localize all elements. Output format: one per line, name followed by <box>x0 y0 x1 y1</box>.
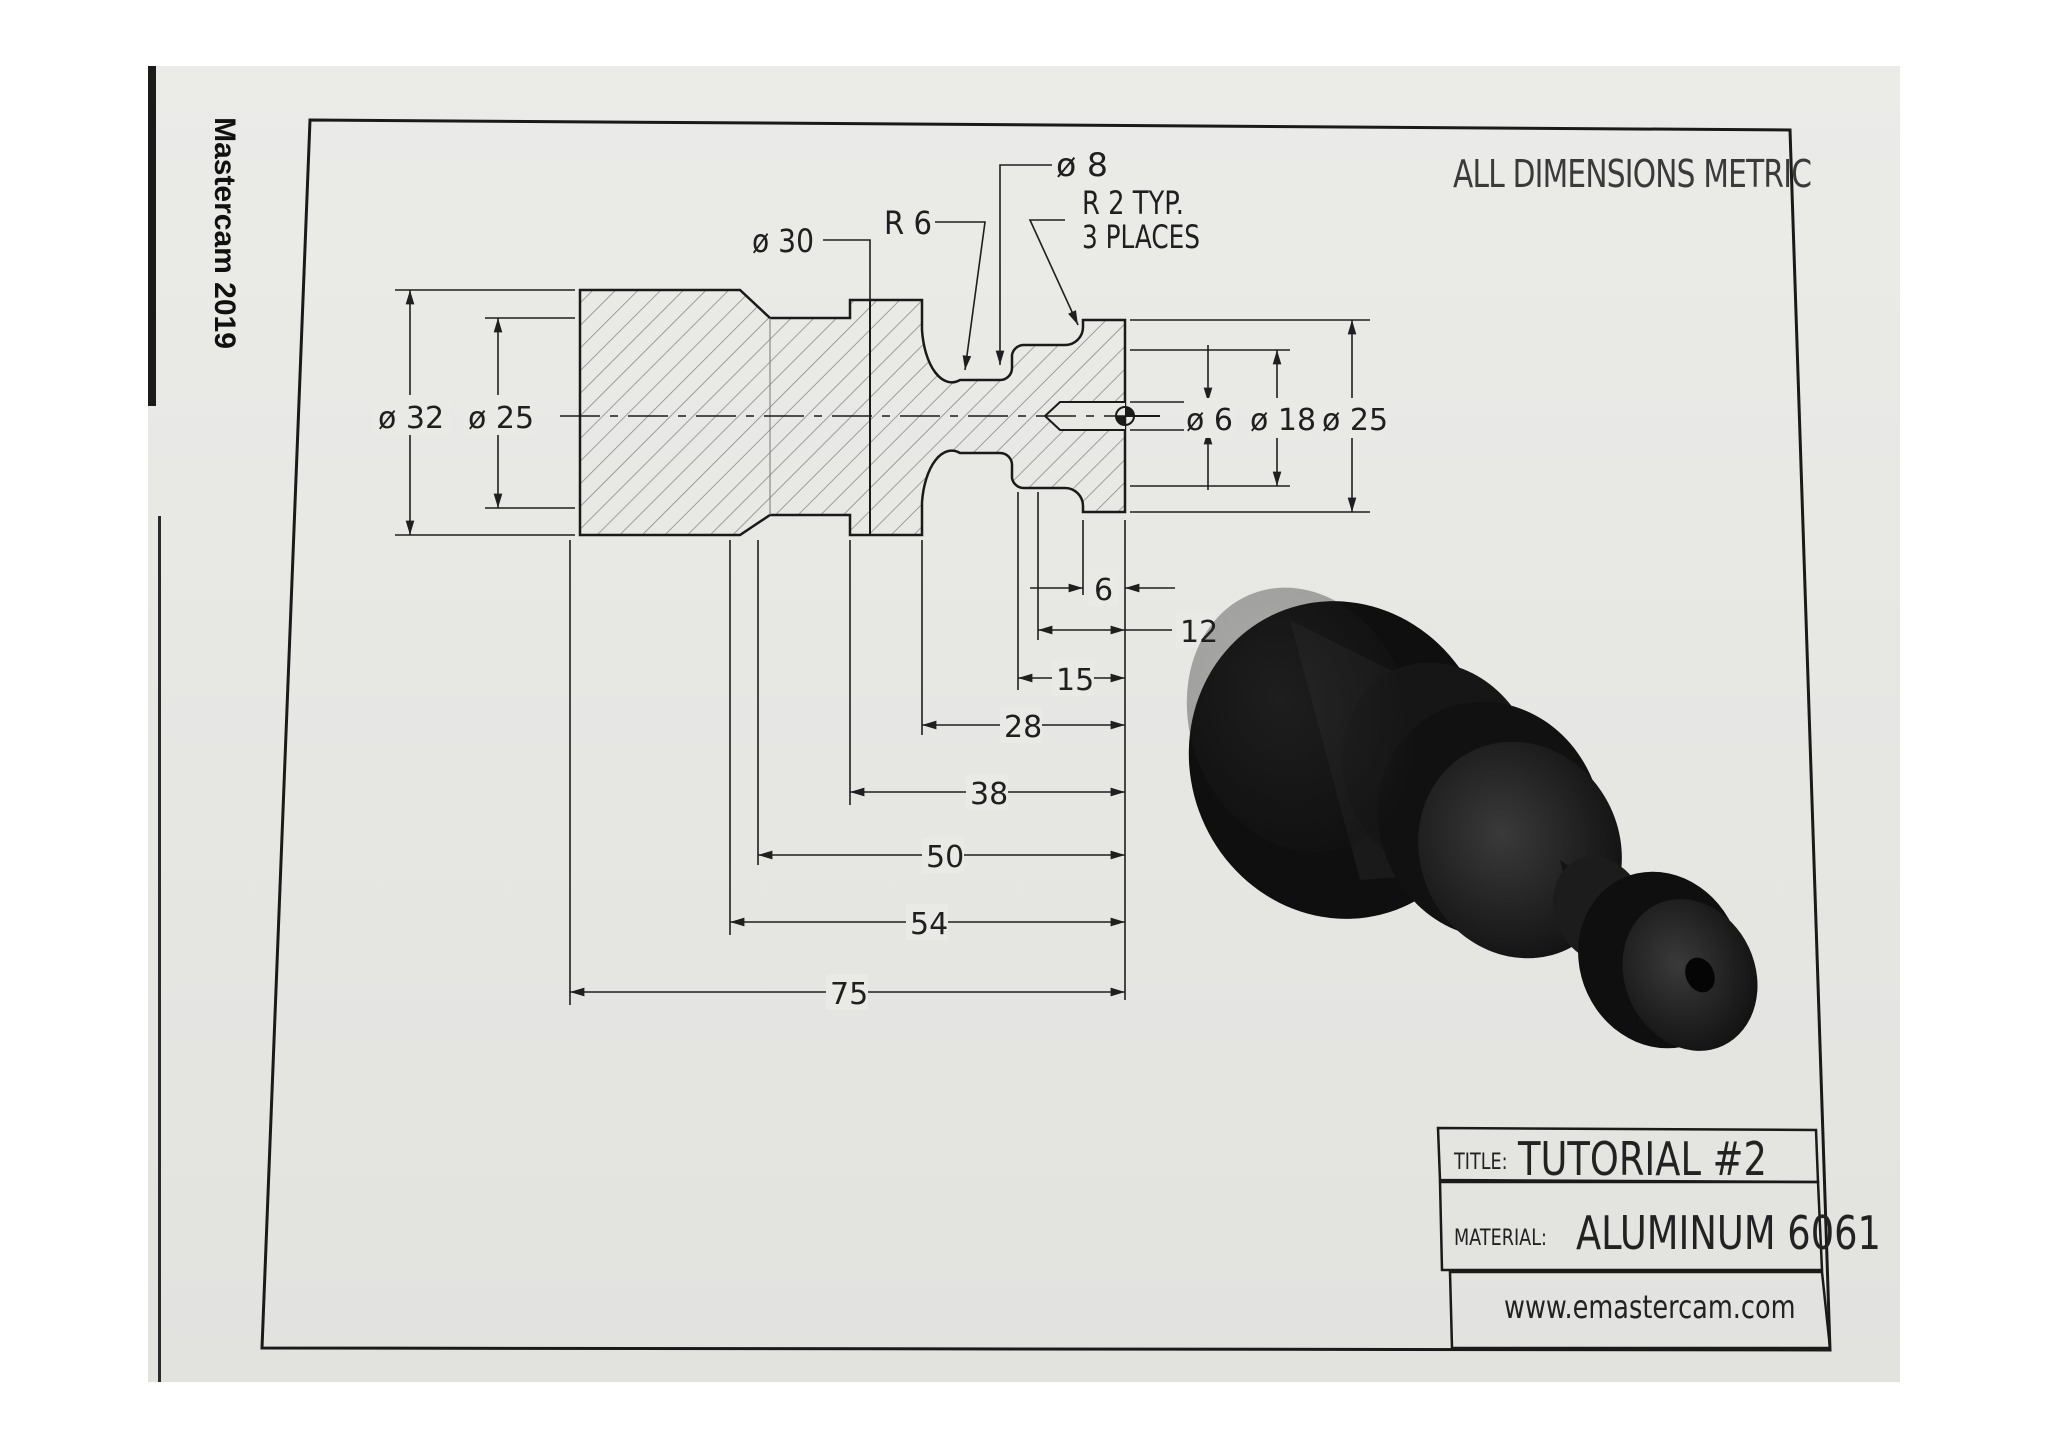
len-75: 75 <box>830 977 868 1012</box>
label-bg <box>906 904 948 940</box>
material-label: MATERIAL: <box>1454 1226 1547 1251</box>
title-value: TUTORIAL #2 <box>1518 1132 1767 1186</box>
len-54: 54 <box>910 907 948 942</box>
len-6: 6 <box>1094 573 1113 608</box>
callout-dia30: ø 30 <box>752 222 814 260</box>
part-3d-render <box>1186 587 1758 1051</box>
callout-dia8: ø 8 <box>1056 146 1108 184</box>
len-50: 50 <box>926 840 964 875</box>
label-bg <box>372 395 450 435</box>
note-all-dimensions-metric: ALL DIMENSIONS METRIC <box>1453 152 1812 196</box>
callout-r2-places: 3 PLACES <box>1082 218 1200 256</box>
len-38: 38 <box>970 777 1008 812</box>
dim-dia32: ø 32 <box>378 401 444 436</box>
extension-lines <box>569 492 1126 1005</box>
title-block <box>1436 1126 1832 1350</box>
callout-r2-typ: R 2 TYP. <box>1082 184 1184 222</box>
callout-r6: R 6 <box>884 204 932 242</box>
material-value: ALUMINUM 6061 <box>1576 1206 1881 1260</box>
title-label: TITLE: <box>1454 1150 1508 1175</box>
book-binding-edge: Mastercam 2019 <box>148 66 241 1382</box>
part-section <box>578 288 1127 537</box>
dim-dia25-left: ø 25 <box>468 401 534 436</box>
website-link[interactable]: www.emastercam.com <box>1504 1288 1796 1326</box>
binding-line <box>158 516 161 1382</box>
label-bg <box>1184 398 1236 438</box>
binding-strip <box>148 66 156 406</box>
label-bg <box>464 395 536 435</box>
dim-dia6: ø 6 <box>1186 403 1233 438</box>
dim-dia25-right: ø 25 <box>1322 403 1388 438</box>
drawing-border <box>260 118 1832 1352</box>
label-bg <box>1320 398 1382 438</box>
dim-dia18: ø 18 <box>1250 403 1316 438</box>
len-28: 28 <box>1004 710 1042 745</box>
label-bg <box>1088 570 1118 606</box>
label-bg <box>826 974 868 1010</box>
label-bg <box>1052 660 1094 696</box>
length-dimension-lines <box>570 583 1175 997</box>
label-bg <box>1250 398 1312 438</box>
len-15: 15 <box>1056 663 1094 698</box>
label-bg <box>966 774 1008 810</box>
label-bg <box>922 837 964 873</box>
label-bg <box>1000 707 1042 743</box>
callout-leaders <box>823 164 1079 371</box>
